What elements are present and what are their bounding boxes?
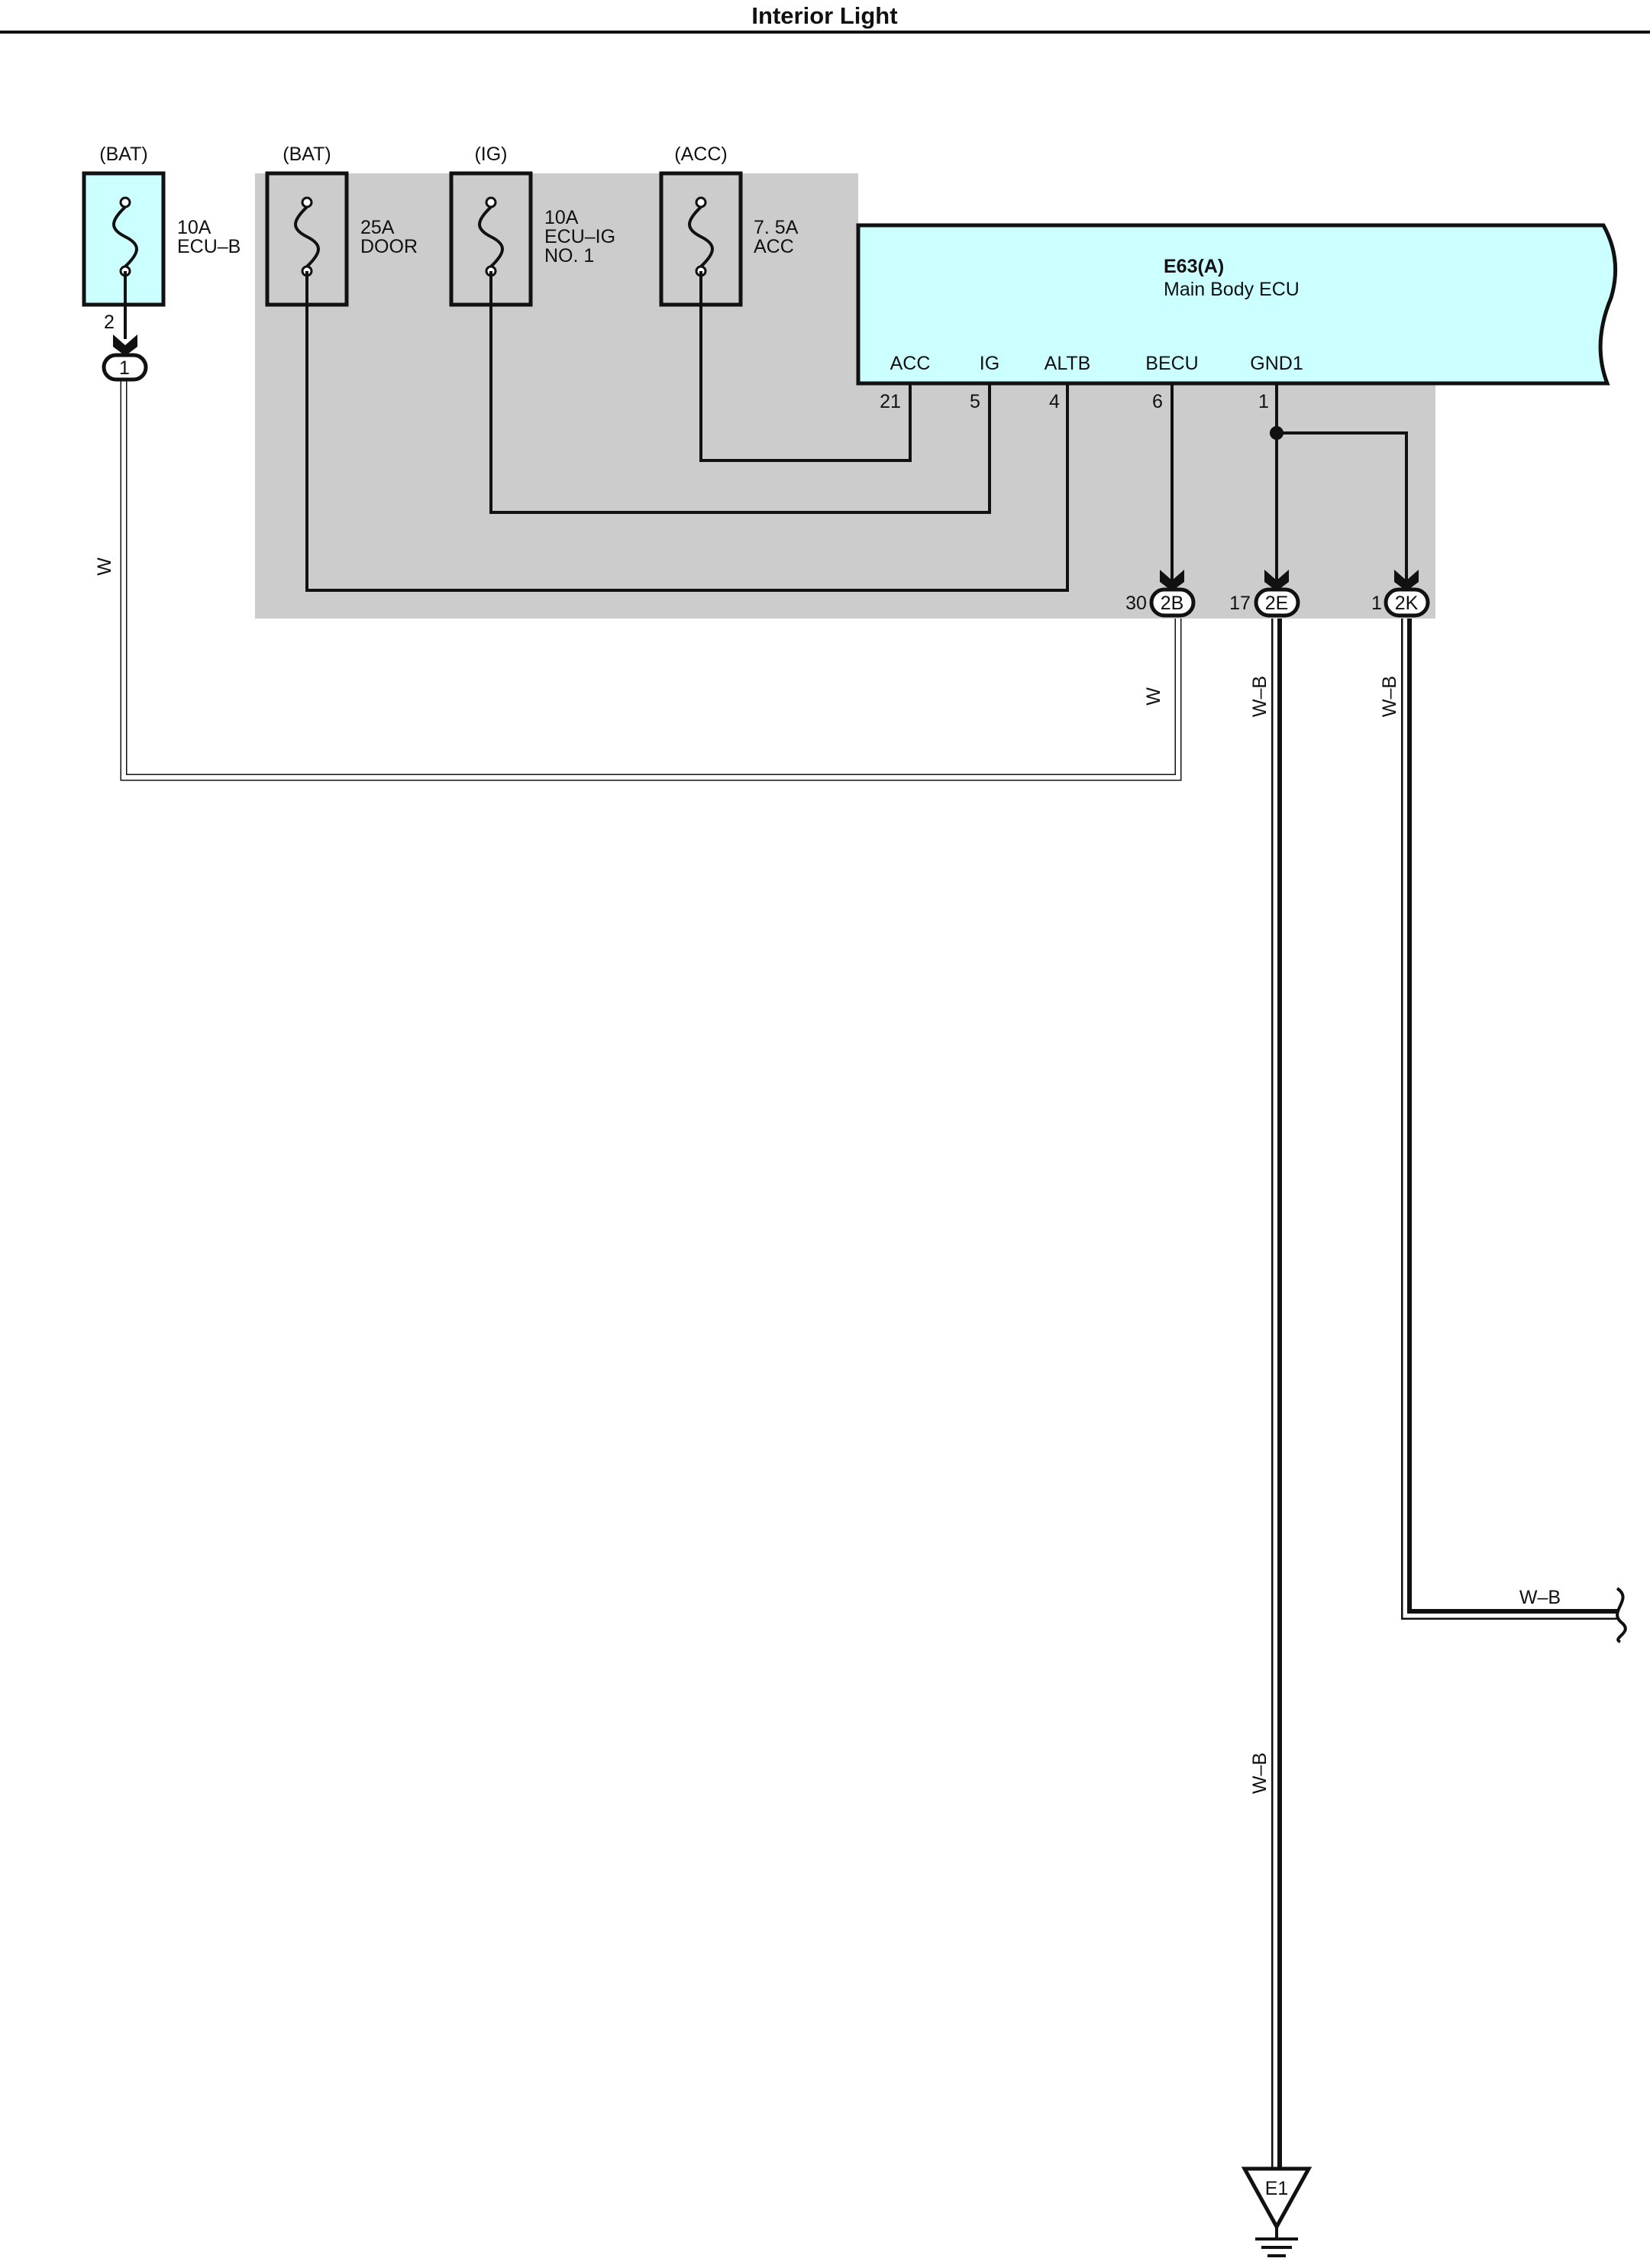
ground-e1-triangle	[1241, 2166, 1313, 2231]
ecu-pin-number-4: 4	[1049, 391, 1060, 412]
wire-color-wb-right: W–B	[1519, 1587, 1561, 1608]
fuse-ecu-ig-element-icon	[478, 205, 504, 268]
wire-color-wb-2e-lower: W–B	[1249, 1753, 1271, 1794]
fuse-door: (BAT) 25A DOOR	[265, 144, 418, 307]
fuse-door-rating: 25A	[360, 217, 395, 238]
ecu-pin-label-becu: BECU	[1145, 353, 1198, 374]
fuse-ecu-ig-rating: 10A	[544, 207, 579, 228]
connector-1-arrow-icon	[113, 334, 137, 356]
wire-wb-2k-outer	[1401, 619, 1619, 1620]
connector-2b: 2B 30	[1125, 570, 1196, 618]
ecu-pin-number-5: 5	[970, 391, 980, 412]
connector-2e-pin: 17	[1229, 593, 1251, 614]
ecu-pin-number-1: 1	[1258, 391, 1269, 412]
ground-e1: E1	[1241, 2166, 1313, 2257]
connector-1: 1	[102, 334, 148, 382]
wire-continuation-break-icon	[1616, 1587, 1627, 1643]
fuse-acc-terminal-top	[695, 196, 707, 208]
wire-color-w-2b: W	[1143, 687, 1164, 706]
gnd1-splice-dot	[1270, 426, 1284, 440]
fuse-ecu-ig-name-line1: ECU–IG	[544, 226, 615, 247]
connector-2b-label: 2B	[1161, 593, 1184, 614]
connector-2b-pin: 30	[1125, 593, 1147, 614]
connector-2b-arrow-icon	[1160, 570, 1184, 591]
wire-wb-2k-stripe	[1407, 619, 1619, 1614]
fuse-door-element-icon	[294, 205, 320, 268]
fuse-ecu-ig-name-line2: NO. 1	[544, 245, 594, 267]
ground-e1-label: E1	[1265, 2178, 1289, 2199]
ecu-pin-number-21: 21	[880, 391, 901, 412]
ecu-pin-number-6: 6	[1152, 391, 1163, 412]
ground-symbol-icon	[1255, 2227, 1298, 2257]
fuse-door-terminal-top	[301, 196, 313, 208]
connector-1-body	[102, 353, 148, 382]
fuse-ecu-ig: (IG) 10A ECU–IG NO. 1	[449, 144, 615, 307]
connector-1-label: 1	[119, 357, 130, 379]
wire-color-w-left: W	[94, 557, 115, 576]
wire-w-loop-inner	[121, 378, 1180, 780]
fuse-acc-source: (ACC)	[674, 144, 727, 165]
wire-altb-to-fuse-door	[305, 271, 1069, 592]
connector-2e-label: 2E	[1265, 593, 1289, 614]
connector-2k-body	[1384, 587, 1430, 618]
wire-wb-2k-inner	[1403, 619, 1619, 1618]
ecu-box	[856, 223, 1618, 386]
ecu-pin-label-gnd1: GND1	[1250, 353, 1303, 374]
diagram-title: Interior Light	[751, 2, 897, 29]
fuse-ecu-b: (BAT) 10A ECU–B	[82, 144, 241, 307]
fuse-ecu-b-rating: 10A	[177, 217, 211, 238]
ecu-name: Main Body ECU	[1164, 279, 1300, 300]
ecu-pin-label-ig: IG	[980, 353, 999, 374]
fuse-acc-name-line1: ACC	[754, 236, 794, 257]
connector-2e: 2E 17	[1229, 570, 1300, 618]
fuse-ecu-b-terminal-top	[119, 196, 131, 208]
connector-2k: 2K 1	[1371, 570, 1430, 618]
fuse-ecu-b-pin-number: 2	[104, 312, 115, 333]
fuse-ecu-b-element-icon	[112, 205, 138, 268]
wire-acc-to-fuse-acc	[699, 271, 912, 462]
fuse-acc-rating: 7. 5A	[754, 217, 799, 238]
fuse-door-source: (BAT)	[283, 144, 331, 165]
wire-color-wb-2k: W–B	[1379, 676, 1400, 717]
ecu-pin-label-acc: ACC	[890, 353, 931, 374]
connector-2k-pin: 1	[1371, 593, 1382, 614]
fuse-door-name-line1: DOOR	[360, 236, 418, 257]
fuse-ecu-ig-source: (IG)	[474, 144, 507, 165]
fuse-acc-element-icon	[688, 205, 714, 268]
fuse-ecu-ig-terminal-top	[485, 196, 497, 208]
wire-ig-to-fuse-ecu-ig	[489, 271, 991, 514]
connector-2e-arrow-icon	[1264, 570, 1289, 591]
wire-gnd1-to-2k	[1277, 431, 1408, 582]
connector-2e-body	[1254, 587, 1300, 618]
connector-2k-arrow-icon	[1394, 570, 1419, 591]
wire-color-wb-2e-upper: W–B	[1249, 676, 1271, 717]
ecu-code: E63(A)	[1164, 256, 1224, 277]
ecu-pin-label-altb: ALTB	[1045, 353, 1091, 374]
fuse-ecu-b-name-line1: ECU–B	[177, 236, 241, 257]
connector-2b-body	[1149, 587, 1196, 618]
junction-block	[255, 173, 1435, 619]
connector-2k-label: 2K	[1395, 593, 1419, 614]
fuse-ecu-b-source: (BAT)	[99, 144, 147, 165]
